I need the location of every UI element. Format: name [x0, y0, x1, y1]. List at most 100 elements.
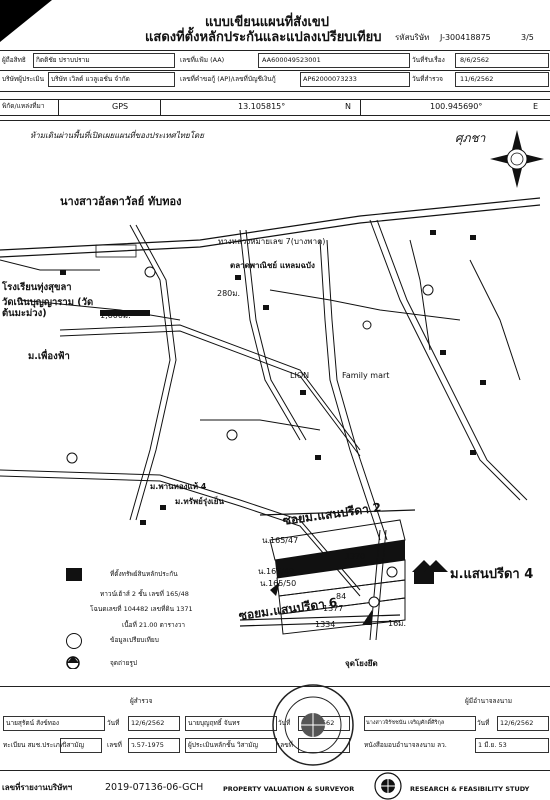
ref-value: J-300418875	[440, 33, 491, 42]
surveyor-license-no: ว.57-1975	[131, 741, 164, 749]
survey-date-value: 8/6/2562	[460, 56, 490, 64]
lot-b: น.165/49	[258, 567, 295, 576]
label-dist-280: 280ม.	[217, 289, 241, 298]
approver-name-field	[364, 716, 476, 731]
label-sirindhorn: ม.ทรัพย์รุ่งเย็น	[175, 497, 224, 506]
appraiser-date-label: วันที่	[278, 719, 291, 727]
plot-84: 84	[336, 592, 347, 601]
company-left: PROPERTY VALUATION & SURVEYOR	[223, 785, 355, 793]
owner-value: กิตติชัย ปราบปราม	[36, 56, 90, 64]
lot-c: น.165/50	[260, 579, 297, 588]
subject-plot	[239, 509, 416, 641]
inspect-date-value: 11/6/2562	[460, 75, 494, 83]
legend-photo-label: จุดถ่ายรูป	[110, 659, 138, 667]
surveyor-name: นายสุรัตน์ สังข์ทอง	[6, 719, 60, 727]
legend-property-swatch	[66, 568, 82, 581]
label-jud-ref: จุดโยงยึด	[345, 659, 378, 668]
appraiser-no-field	[298, 738, 350, 753]
map-title: นางสาวอัลดาวัลย์ ทับทอง	[60, 195, 182, 208]
plot-1334: 1334	[315, 620, 336, 629]
company-field	[48, 72, 175, 87]
approver-date: 12/6/2562	[500, 719, 534, 727]
coord-label: พิกัด/แหล่งที่มา	[2, 102, 45, 110]
ap-label: เลขที่คำขอกู้ (AP)/เลขที่บัญชีเงินกู้	[180, 75, 276, 83]
appraiser-date-field	[298, 716, 350, 731]
label-lion: LION	[290, 371, 310, 380]
lat-value: 13.105815°	[238, 102, 286, 111]
approver-license-date: 1 มี.ย. 53	[478, 741, 507, 749]
surveyor-role: ผู้สำรวจ	[130, 697, 153, 705]
survey-date-field	[455, 53, 549, 68]
approver-license: หนังสือมอบอำนาจลงนาม ลว.	[364, 741, 447, 749]
surveyor-date-field	[128, 716, 180, 731]
page-number: 3/5	[521, 33, 534, 42]
report-no: 2019-07136-06-GCH	[105, 782, 204, 793]
coord-row	[0, 99, 550, 116]
road-width: 16ม.	[388, 619, 406, 628]
coord-sep	[58, 99, 59, 115]
coord-sep	[360, 99, 361, 115]
plot-1370: 1370	[345, 552, 366, 561]
survey-date-label: วันที่รับเรื่อง	[412, 56, 445, 64]
ap-field	[300, 72, 410, 87]
plot-1377: 1377	[323, 604, 344, 613]
inspect-date-label: วันที่สำรวจ	[412, 75, 443, 83]
ap-value: AP62000073233	[303, 75, 357, 83]
company-right: RESEARCH & FEASIBILITY STUDY	[410, 785, 530, 793]
lon-value: 100.945690°	[430, 102, 483, 111]
lat-dir: N	[345, 102, 351, 111]
appraiser-label-field	[185, 738, 277, 753]
deed-value: AA600049523001	[262, 56, 321, 64]
appraiser-label: ผู้ประเมินหลักชั้น วิสามัญ	[188, 741, 259, 749]
house-icon	[412, 560, 448, 584]
label-village-chokchai: ม.พานทองแท้ 4	[150, 482, 207, 491]
label-temple: วัดเนินบุญญาราม (วัดต้นมะม่วง)	[2, 297, 94, 320]
info-box	[0, 50, 550, 92]
label-highway: ทางหลวงหมายเลข 7(บางพาด)	[218, 237, 326, 246]
divider	[0, 70, 550, 71]
title-line2: แสดงที่ตั้งหลักประกันและแปลงเปรียบเทียบ	[145, 30, 382, 45]
appraiser-name-field	[185, 716, 277, 731]
surveyor-name-field	[3, 716, 105, 731]
approver-role: ผู้มีอำนาจลงนาม	[465, 697, 513, 705]
coord-source: GPS	[112, 102, 129, 111]
surveyor-license-type: วิสามัญ	[63, 741, 85, 749]
company-label: บริษัทผู้ประเมิน	[2, 75, 45, 83]
report-label: เลขที่รายงานบริษัทฯ	[2, 783, 73, 792]
surveyor-license-label: ทะเบียน สมช.ประเภท	[3, 741, 65, 749]
label-village-phueng: ม.เพื่องฟ้า	[28, 351, 70, 362]
camera-spot-icon	[64, 654, 82, 670]
surveyor-license-type-field	[60, 738, 102, 753]
lon-dir: E	[533, 102, 539, 111]
approver-date-label: วันที่	[477, 719, 490, 727]
label-school: โรงเรียนทุ่งสุขลา	[2, 282, 72, 293]
appraiser-name: นายบุญฤทธิ์ จันทร	[188, 719, 240, 727]
legend-property-detail2: โฉนดเลขที่ 104482 เลขที่ดิน 1371	[90, 605, 193, 613]
approver-date-field	[497, 716, 549, 731]
compare-icon	[66, 633, 82, 649]
owner-label: ผู้ถือสิทธิ	[2, 56, 26, 64]
coord-sep	[160, 99, 161, 115]
label-dist-600: 1,600ม.	[100, 311, 131, 320]
lot-a: น.165/47	[262, 536, 299, 545]
label-family-mart: Family mart	[342, 371, 390, 380]
company-logo-icon	[374, 772, 402, 800]
surveyor-license-no-label: เลขที่	[107, 741, 122, 749]
surveyor-date-label: วันที่	[107, 719, 120, 727]
legend-property-detail1: ทาวน์เฮ้าส์ 2 ชั้น เลขที่ 165/48	[100, 590, 189, 598]
north-compass-icon	[490, 130, 544, 188]
surveyor-date: 12/6/2562	[131, 719, 165, 727]
deed-field	[258, 53, 410, 68]
legend-compare-label: ข้อมูลเปรียบเทียบ	[110, 636, 159, 644]
legend-property-title: ที่ตั้งทรัพย์สินหลักประกัน	[110, 570, 178, 578]
inspect-date-field	[455, 72, 549, 87]
footer-divider	[0, 770, 550, 771]
label-market: ตลาดพาณิชย์ แหลมฉบัง	[230, 261, 315, 270]
approver-name: นางสาวจิรัชชนัน เจริญศักดิ์ศิริกุล	[366, 720, 445, 726]
handwritten-note: ห้ามเดินผ่านพื้นที่เปิดเผยแผนที่ของประเท…	[30, 131, 204, 140]
label-saenpreeda4: ม.แสนปรีดา 4	[450, 567, 534, 582]
location-map	[0, 197, 541, 641]
deed-label: เลขที่แฟ้ม (AA)	[180, 56, 225, 64]
legend-property-detail3: เนื้อที่ 21.00 ตารางวา	[122, 621, 186, 629]
signature: ศุภชา	[455, 131, 486, 145]
